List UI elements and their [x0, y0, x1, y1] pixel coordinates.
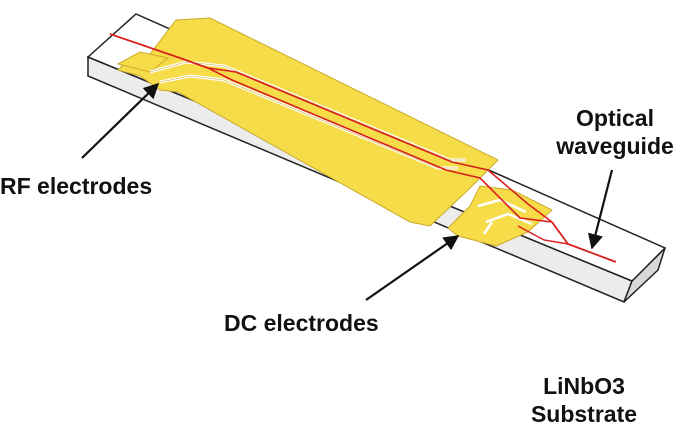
optical-waveguide-arrow: [587, 169, 614, 250]
rf-electrodes-label: RF electrodes: [0, 172, 152, 200]
waveguide-input: [109, 33, 209, 69]
rf-electrodes-text: RF electrodes: [0, 173, 153, 199]
dc-electrodes-text: DC electrodes: [224, 310, 379, 336]
dc-electrode-gap-b: [485, 212, 533, 226]
dc-electrode-gap-c: [482, 221, 494, 235]
rf-electrode-gap-outline-b: [159, 75, 458, 169]
dc-electrodes-arrow: [365, 235, 460, 301]
optical-waveguide-text-line1: Optical: [576, 105, 654, 131]
rf-electrode-pad-left: [116, 51, 170, 73]
rf-electrodes: [116, 17, 499, 227]
substrate-text-line1: LiNbO3: [543, 373, 625, 399]
waveguide-output-branch: [517, 225, 569, 245]
rf-electrode-gap-outline-a: [149, 61, 466, 161]
optical-waveguide-label: Optical waveguide: [554, 104, 676, 160]
waveguide-arm-upper: [207, 67, 553, 223]
dc-electrodes-label: DC electrodes: [224, 309, 379, 337]
dc-electrode-gap-a: [477, 198, 527, 214]
optical-waveguide-text-line2: waveguide: [556, 133, 674, 159]
substrate-label: LiNbO3 Substrate: [522, 372, 646, 427]
substrate-text-line2: Substrate: [530, 401, 638, 427]
rf-electrodes-arrow: [81, 82, 160, 159]
waveguide-arm-lower: [207, 67, 553, 223]
rf-electrode-main: [117, 17, 499, 227]
optical-waveguide: [109, 33, 617, 263]
